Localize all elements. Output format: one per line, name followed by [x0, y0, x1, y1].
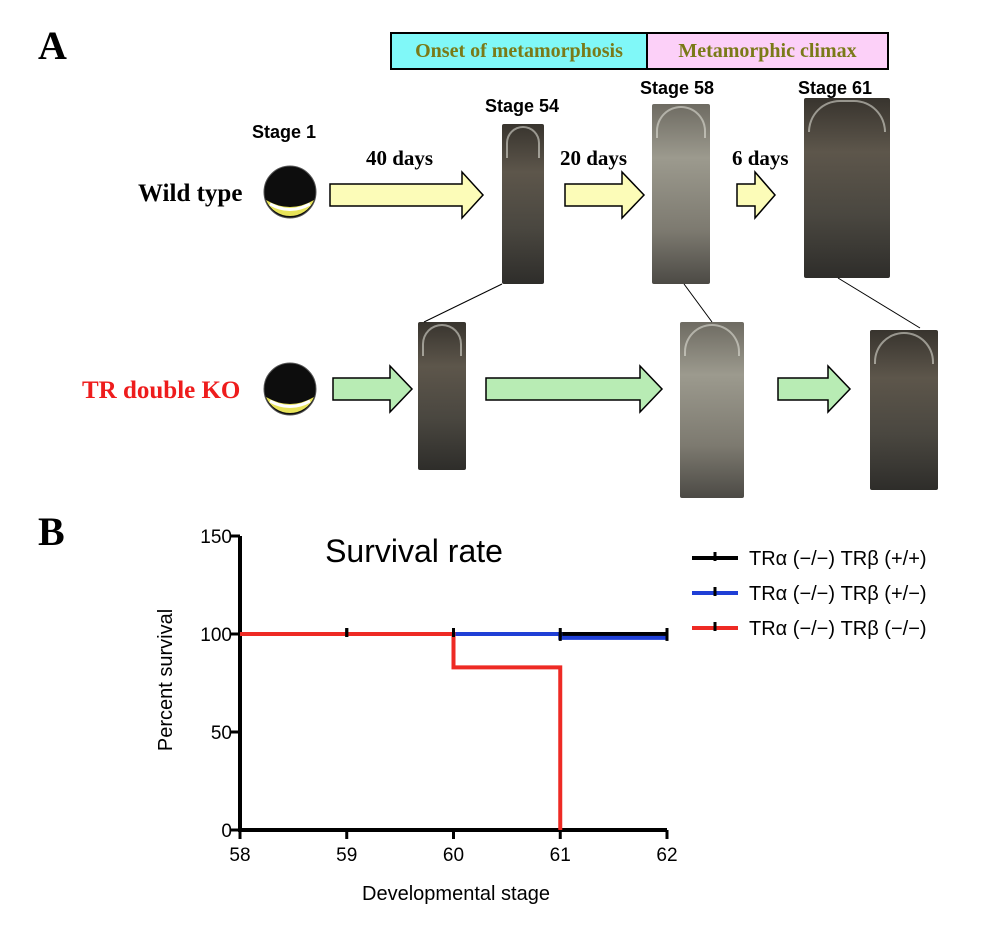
legend: TRα (−/−) TRβ (+/+) TRα (−/−) TRβ (+/−) TR…: [692, 548, 927, 640]
wild-type-label: Wild type: [138, 180, 243, 207]
tadpole-photo-ko-stage-54: [418, 322, 466, 470]
x-tick-label: 60: [443, 845, 464, 866]
duration-40-days: 40 days: [366, 146, 434, 170]
survival-chart: 0 50 100 150 58 59 60 61 62 Survival rate Percen…: [155, 527, 927, 905]
series-line-3: [240, 632, 563, 830]
tadpole-photo-ko-stage-61: [870, 330, 938, 490]
arrow-ko-1: [332, 364, 414, 414]
connector-line-58: [683, 283, 713, 323]
x-tick-label: 61: [550, 845, 571, 866]
legend-label-3: TRα (−/−) TRβ (−/−): [749, 618, 927, 640]
stage-54-label: Stage 54: [485, 96, 560, 116]
stage-61-label: Stage 61: [798, 78, 873, 98]
arrow-wt-6-days: [736, 169, 776, 221]
phase-onset-box: Onset of metamorphosis: [390, 32, 648, 70]
x-tick-label: 59: [336, 845, 357, 866]
tadpole-photo-wt-stage-61: [804, 98, 890, 278]
y-tick-label: 0: [221, 821, 232, 842]
arrow-ko-3: [777, 364, 852, 414]
connector-line-61: [837, 277, 921, 329]
y-tick-label: 50: [211, 723, 232, 744]
tadpole-photo-wt-stage-54: [502, 124, 544, 284]
x-axis-label: Developmental stage: [362, 883, 550, 905]
legend-label-2: TRα (−/−) TRβ (+/−): [749, 583, 927, 605]
tr-double-ko-label: TR double KO: [82, 377, 241, 404]
stage-58-label: Stage 58: [640, 78, 715, 98]
x-tick-label: 58: [229, 845, 250, 866]
y-tick-label: 100: [200, 625, 232, 646]
tadpole-photo-ko-stage-58: [680, 322, 744, 498]
x-tick-label: 62: [656, 845, 677, 866]
plot-area: 0 50 100 150 58 59 60 61 62: [200, 527, 677, 866]
y-tick-label: 150: [200, 527, 232, 548]
panel-a-letter: A: [38, 23, 67, 68]
arrow-wt-40-days: [329, 170, 485, 220]
phase-climax-box: Metamorphic climax: [646, 32, 889, 70]
arrow-wt-20-days: [564, 170, 646, 220]
stage-1-label: Stage 1: [252, 122, 317, 142]
connector-line-54: [423, 283, 503, 323]
y-axis-label: Percent survival: [155, 609, 177, 751]
egg-icon-tr-double-ko: [263, 362, 317, 416]
legend-label-1: TRα (−/−) TRβ (+/+): [749, 548, 927, 570]
panel-b-letter: B: [38, 509, 65, 554]
chart-title: Survival rate: [325, 533, 503, 569]
duration-20-days: 20 days: [560, 146, 628, 170]
tadpole-photo-wt-stage-58: [652, 104, 710, 284]
arrow-ko-2: [485, 364, 664, 414]
duration-6-days: 6 days: [732, 146, 789, 170]
egg-icon-wild-type: [263, 165, 317, 219]
panel-a-graphics: [263, 165, 921, 416]
